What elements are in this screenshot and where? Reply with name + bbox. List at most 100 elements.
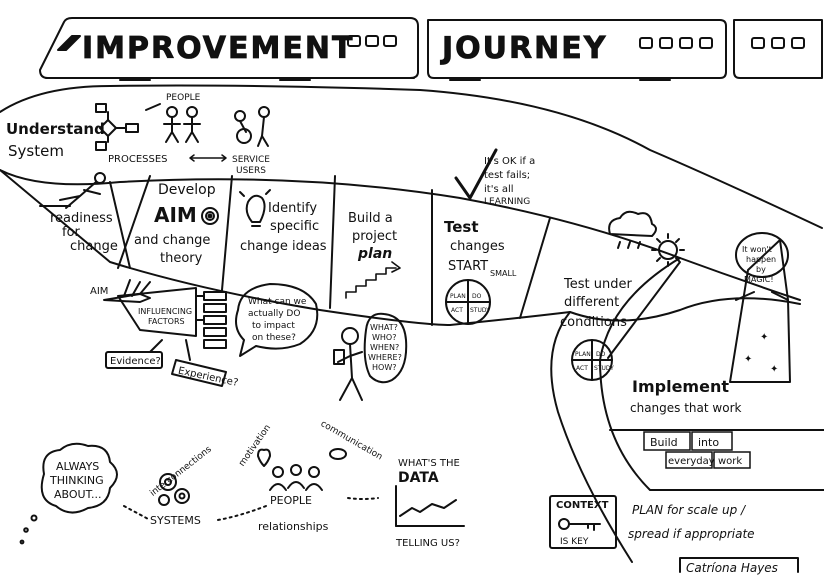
changes-that-work-label: changes that work: [630, 401, 742, 415]
into-box: [691, 431, 733, 451]
signature-box: [679, 557, 799, 573]
its-ok-line2: test fails;: [484, 170, 530, 181]
lightbulb-icon: [239, 189, 271, 227]
systems-label: SYSTEMS: [150, 514, 201, 527]
speech-bubble-icon: [329, 448, 347, 460]
rain-cloud-icon: [608, 210, 657, 249]
svg-text:✦: ✦: [744, 354, 752, 365]
question-who: WHO?: [372, 333, 396, 342]
build-a-label: Build a: [348, 211, 393, 226]
svg-text:✦: ✦: [760, 332, 768, 343]
specific-label: specific: [270, 219, 319, 234]
factors-label: FACTORS: [148, 317, 185, 326]
readiness-figure-icon: [39, 172, 106, 209]
system-label: System: [8, 142, 64, 160]
people-group-icon: [269, 464, 323, 491]
test-under-label: Test under: [563, 277, 632, 292]
magic-line1: It won't: [742, 245, 772, 254]
into-word: into: [698, 436, 719, 449]
work-word: work: [718, 456, 742, 467]
what-can-we-line2: actually DO: [248, 309, 300, 319]
staircase-icon: [345, 261, 401, 299]
question-when: WHEN?: [370, 343, 399, 352]
data-graph-icon: [395, 485, 465, 527]
whats-the-label: WHAT'S THE: [398, 458, 460, 469]
signature: Catríona Hayes: [686, 561, 778, 575]
processes-flow-diagram: [95, 103, 139, 151]
heart-icon: [257, 448, 271, 467]
key-icon: [558, 518, 601, 531]
plan-scale-line1: PLAN for scale up /: [632, 503, 747, 517]
title-improvement: IMPROVEMENT: [82, 31, 354, 66]
readiness-label: readiness: [50, 211, 113, 226]
interconnections-label: interconnections: [148, 444, 214, 498]
pdsa1-plan: PLAN: [450, 293, 466, 300]
changes-label: changes: [450, 239, 505, 254]
people-label: PEOPLE: [166, 93, 201, 103]
aim-change-label: and change: [134, 233, 210, 248]
is-key-label: IS KEY: [560, 537, 589, 547]
experience-label: Experience?: [177, 366, 239, 389]
people-stick-figures: [145, 103, 201, 143]
theory-label: theory: [160, 251, 203, 266]
what-can-we-line1: What can we: [248, 297, 307, 307]
start-label: START: [448, 259, 488, 274]
pdsa-cycle-1: [445, 279, 491, 325]
road-edge-2: [0, 169, 801, 301]
magic-line2: happen: [746, 255, 776, 264]
target-icon: [201, 207, 219, 225]
question-what: WHAT?: [370, 323, 398, 332]
change-ideas-label: change ideas: [240, 239, 327, 254]
service-users-wheelchair: [234, 106, 270, 147]
context-label: CONTEXT: [556, 500, 609, 511]
project-label: project: [352, 229, 397, 244]
implement-label: Implement: [632, 377, 729, 396]
what-can-we-line4: on these?: [252, 333, 296, 343]
its-ok-line4: LEARNING: [484, 197, 530, 207]
train-car-1: [39, 17, 419, 79]
train: [39, 17, 823, 81]
pdsa2-act: ACT: [576, 365, 588, 372]
what-can-we-bubble: [235, 283, 319, 357]
aim-arrow-icon: [103, 279, 197, 337]
road-inner-curve: [550, 311, 633, 563]
build-box: [643, 431, 691, 451]
thinking-figure-icon: [333, 327, 363, 401]
plan-label: plan: [357, 246, 392, 262]
magic-line3: by: [756, 265, 766, 274]
for-label: for: [62, 225, 81, 240]
evidence-label: Evidence?: [110, 356, 161, 367]
service-label: SERVICE: [232, 155, 270, 165]
pdsa1-study: STUDY: [470, 307, 490, 314]
context-box: [549, 495, 617, 549]
question-where: WHERE?: [368, 353, 402, 362]
thinking-label: THINKING: [49, 474, 104, 487]
title-journey: JOURNEY: [440, 31, 607, 66]
change-label: change: [70, 239, 118, 254]
everyday-word: everyday: [668, 456, 715, 467]
svg-text:✦: ✦: [770, 364, 778, 375]
relationships-label: relationships: [258, 520, 329, 533]
road-top-edge: [0, 84, 823, 229]
factor-boxes: [195, 291, 227, 349]
sun-icon: [651, 233, 685, 267]
communication-label: communication: [319, 419, 384, 462]
data-label: DATA: [398, 470, 439, 486]
magic-line4: MAGIC!: [744, 275, 774, 284]
aim-arrow-label: AIM: [90, 286, 108, 297]
telling-us-label: TELLING US?: [395, 538, 460, 549]
small-label: SMALL: [490, 269, 517, 278]
train-car-3: [733, 19, 823, 79]
identify-label: Identify: [268, 201, 317, 216]
questions-bubble: [363, 312, 408, 384]
about-label: ABOUT...: [54, 488, 102, 501]
always-label: ALWAYS: [56, 460, 99, 473]
work-box: [713, 451, 751, 469]
build-word: Build: [650, 436, 678, 449]
pdsa2-plan: PLAN: [575, 351, 591, 358]
test-label: Test: [444, 218, 479, 236]
conditions-label: conditions: [560, 315, 627, 330]
pdsa1-do: DO: [472, 293, 482, 300]
develop-label: Develop: [158, 182, 216, 198]
